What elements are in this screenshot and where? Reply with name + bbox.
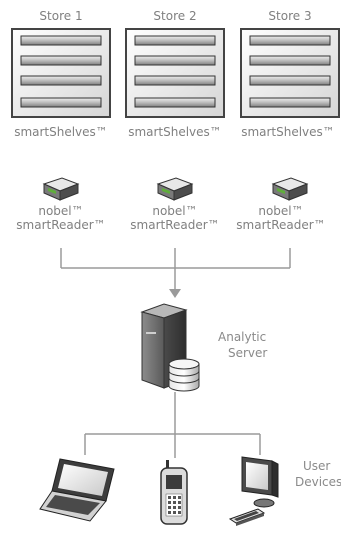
arrow-down-icon <box>169 289 181 298</box>
store-3-label: Store 3 <box>268 9 312 23</box>
server-label-line2: Server <box>228 346 268 360</box>
reader-name: nobel™ <box>258 204 304 218</box>
smart-reader-icon <box>271 177 309 201</box>
reader-model: smartReader™ <box>130 218 220 232</box>
reader-model: smartReader™ <box>16 218 106 232</box>
smart-shelves-icon <box>125 28 225 118</box>
devices-label-line1: User <box>303 459 331 473</box>
reader-name: nobel™ <box>38 204 84 218</box>
smart-shelves-icon <box>11 28 111 118</box>
desktop-computer-icon <box>228 456 279 526</box>
store-1-shelves-label: smartShelves™ <box>14 125 108 139</box>
smart-shelves-icon <box>240 28 340 118</box>
store-3-shelves-label: smartShelves™ <box>241 125 335 139</box>
mobile-phone-icon <box>160 460 188 525</box>
user-devices-label: User <box>303 458 330 474</box>
store-2-shelves-label: smartShelves™ <box>128 125 222 139</box>
server-with-database-icon <box>140 303 200 392</box>
reader-model: smartReader™ <box>236 218 326 232</box>
store-1-reader-label: nobel™ smartReader™ <box>1 204 121 232</box>
store-3-reader-label: nobel™ smartReader™ <box>221 204 341 232</box>
laptop-icon <box>39 458 115 522</box>
user-devices-label-line2: Devices <box>295 475 341 489</box>
store-1-label: Store 1 <box>39 9 83 23</box>
analytic-server-label: Analytic Server <box>218 329 267 361</box>
store-2-label: Store 2 <box>153 9 197 23</box>
store-2-reader-label: nobel™ smartReader™ <box>115 204 235 232</box>
reader-name: nobel™ <box>152 204 198 218</box>
smart-reader-icon <box>42 177 80 201</box>
server-label-line1: Analytic <box>218 330 267 344</box>
smart-reader-icon <box>156 177 194 201</box>
